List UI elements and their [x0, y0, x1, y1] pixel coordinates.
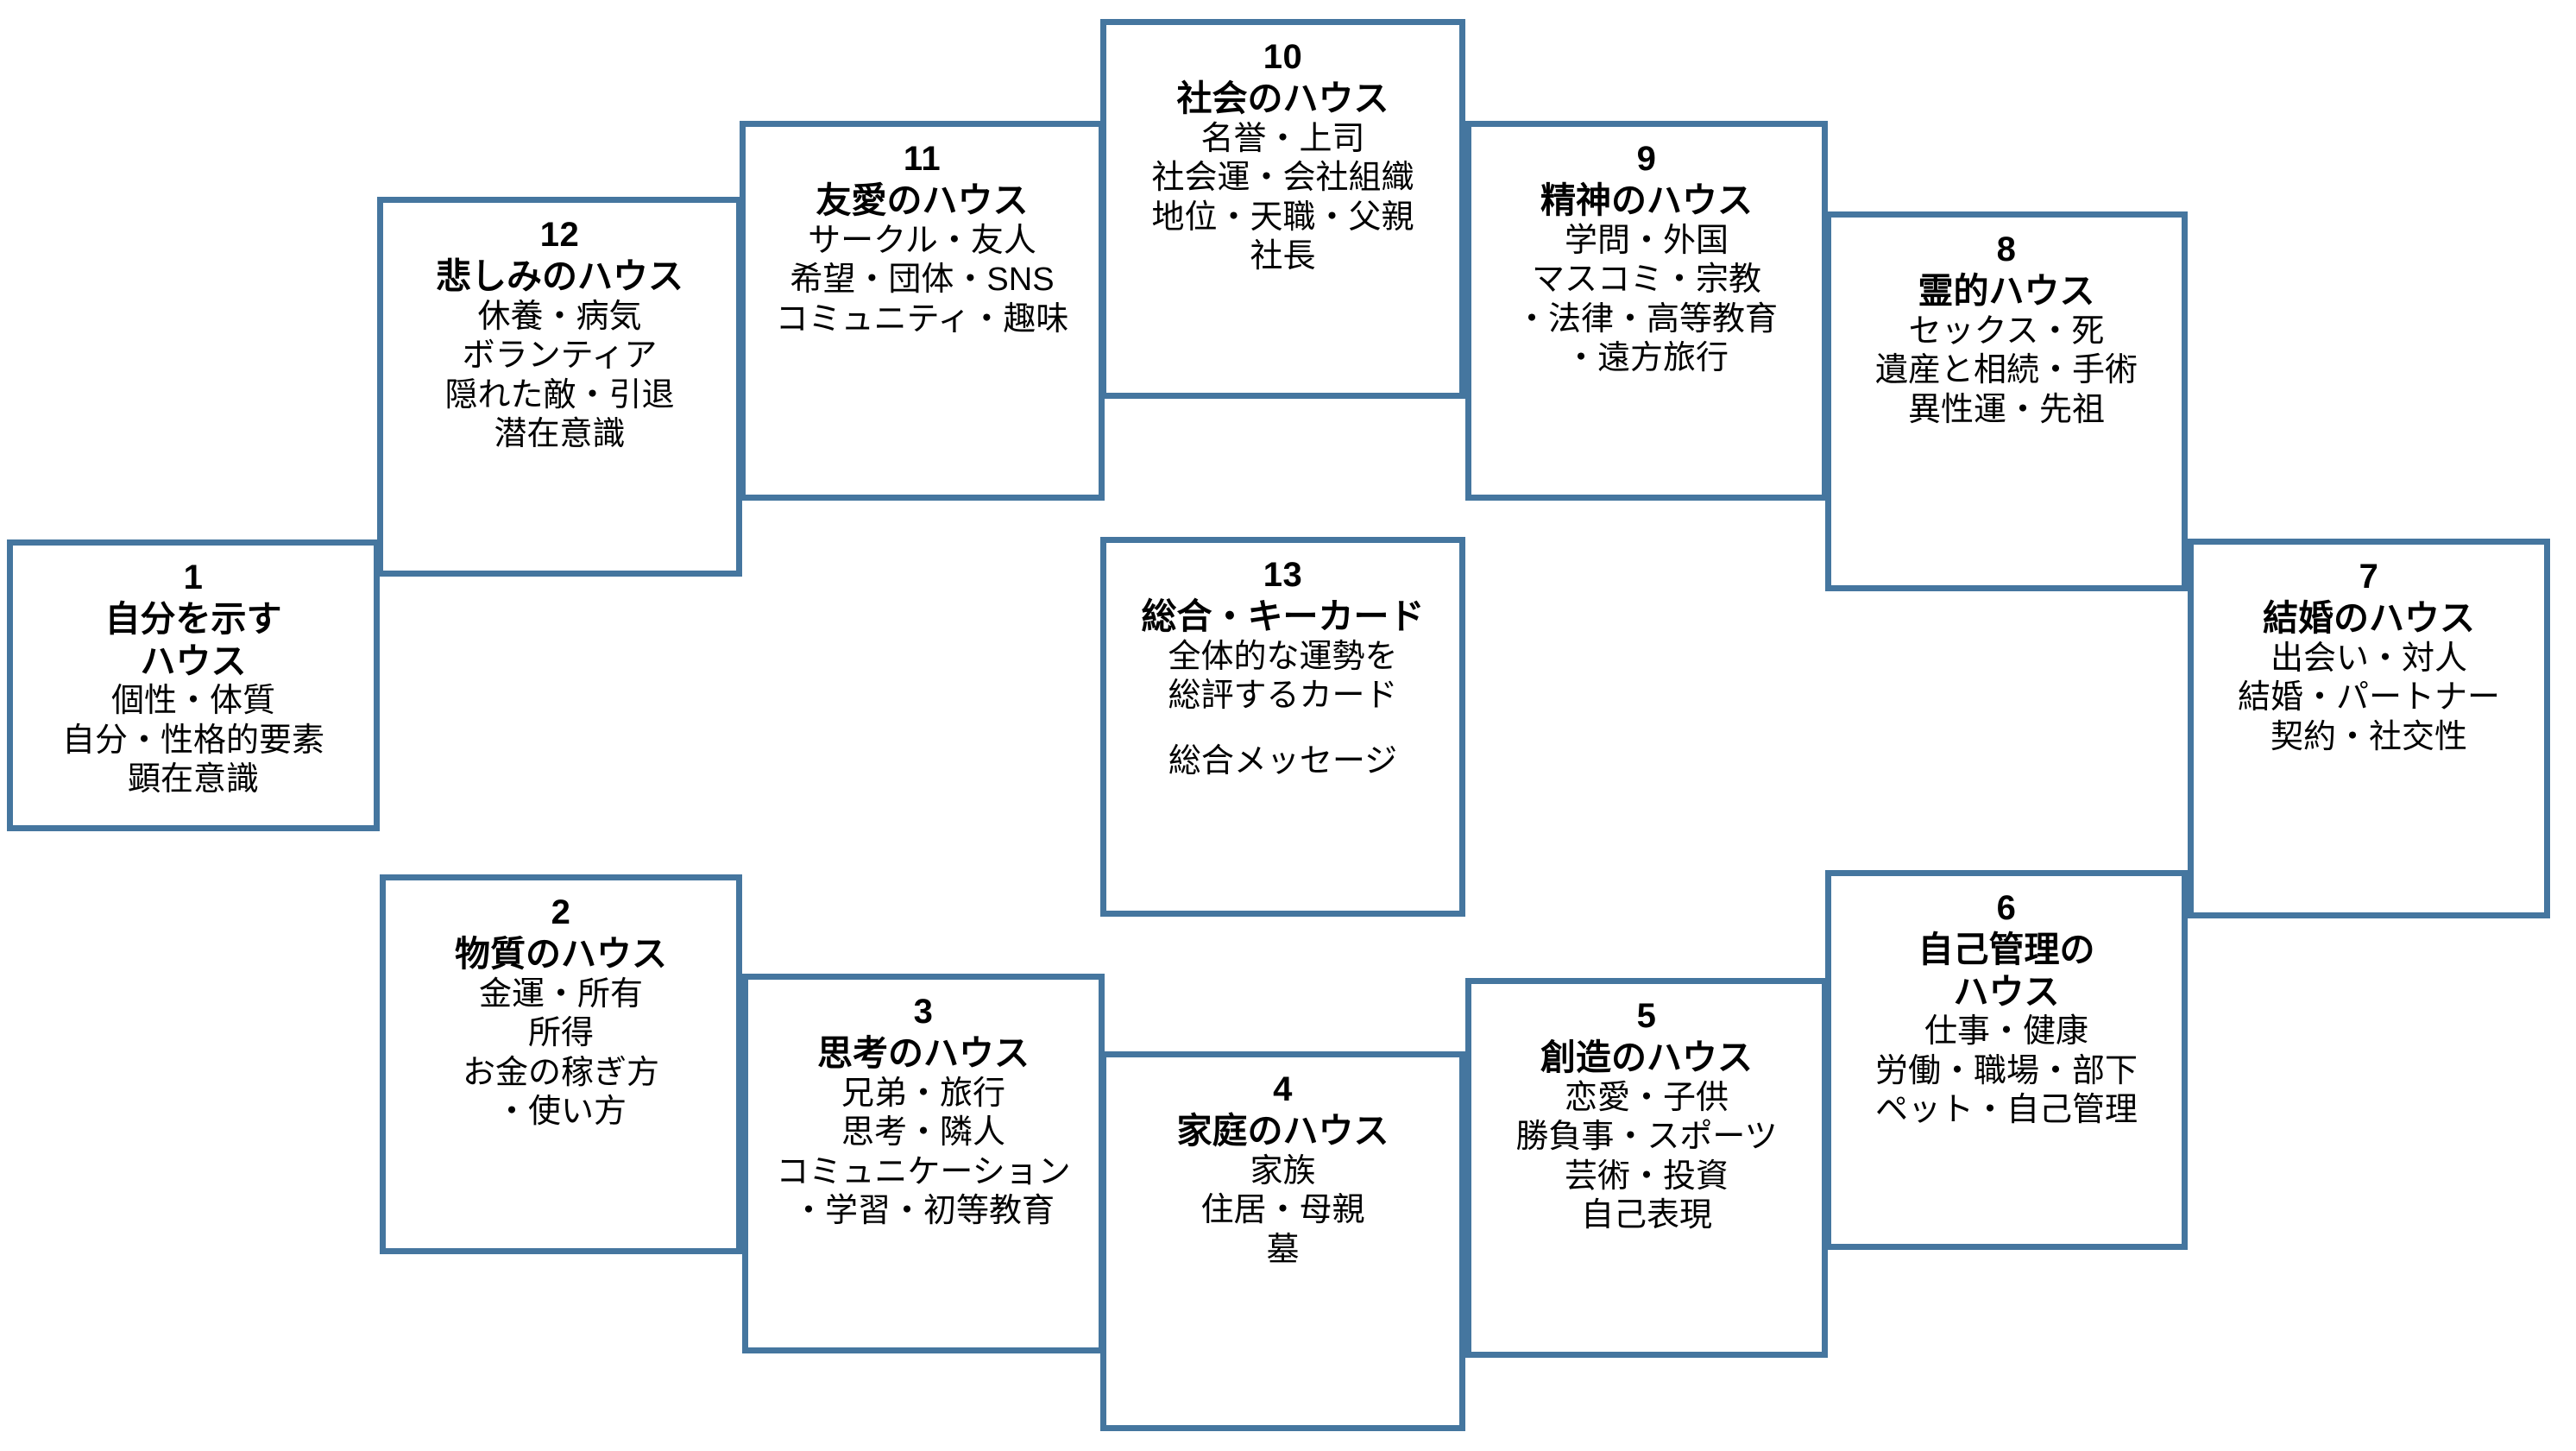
house-6-keyword-line-3: ペット・自己管理: [1874, 1092, 2138, 1129]
house-12-keyword-line-2: ボランティア: [462, 338, 658, 375]
house-3-keyword-line-4: ・学習・初等教育: [791, 1193, 1055, 1230]
house-1-keyword-line-3: 顕在意識: [127, 761, 259, 798]
house-12-keyword-line-3: 隠れた敵・引退: [444, 376, 675, 413]
house-9-keyword-line-4: ・遠方旅行: [1564, 340, 1729, 377]
house-10-keyword-line-2: 社会運・会社組織: [1151, 160, 1414, 197]
house-2-keyword-line-1: 金運・所有: [478, 975, 643, 1013]
house-6-number: 6: [1996, 889, 2017, 927]
house-12-keyword-line-1: 休養・病気: [477, 298, 642, 335]
house-11-keyword-line-3: コミュニティ・趣味: [775, 300, 1069, 338]
house-13-spacer: [1106, 716, 1459, 742]
house-1-keyword-line-1: 個性・体質: [110, 682, 275, 719]
house-7-keyword-line-1: 出会い・対人: [2270, 640, 2467, 677]
house-13-keyword-line-2: 総評するカード: [1168, 678, 1398, 715]
house-13-keyword-line-1: 全体的な運勢を: [1168, 638, 1398, 675]
house-4-keyword-line-1: 家族: [1250, 1152, 1316, 1189]
house-13-keyword-line-4: 総合メッセージ: [1168, 742, 1398, 779]
house-4-title-line-1: 家庭のハウス: [1176, 1111, 1389, 1151]
house-7-keyword-line-2: 結婚・パートナー: [2237, 679, 2500, 716]
house-4-keyword-line-2: 住居・母親: [1200, 1192, 1365, 1229]
house-3-title-line-1: 思考のハウス: [817, 1033, 1030, 1074]
house-6-title-line-2: ハウス: [1953, 971, 2060, 1012]
house-11-number: 11: [903, 140, 942, 178]
house-7-title-line-1: 結婚のハウス: [2263, 598, 2475, 639]
house-3-keyword-line-3: コミュニケーション: [776, 1153, 1071, 1190]
house-8-keyword-line-2: 遺産と相続・手術: [1874, 352, 2138, 389]
house-10-title-line-1: 社会のハウス: [1176, 79, 1389, 119]
house-5-keyword-line-3: 芸術・投資: [1564, 1158, 1729, 1195]
house-10-number: 10: [1263, 38, 1303, 76]
house-12-number: 12: [539, 216, 580, 254]
house-3-keyword-line-1: 兄弟・旅行: [841, 1075, 1005, 1112]
house-5-number: 5: [1636, 997, 1657, 1035]
house-13-title-line-1: 総合・キーカード: [1141, 596, 1425, 637]
house-9-keyword-line-2: マスコミ・宗教: [1531, 262, 1761, 299]
house-8-keyword-line-1: セックス・死: [1908, 312, 2105, 350]
house-2-keyword-line-3: お金の稼ぎ方: [462, 1054, 659, 1091]
house-1-title-line-2: ハウス: [140, 640, 247, 681]
house-1-number: 1: [183, 558, 204, 596]
house-2-title-line-1: 物質のハウス: [455, 934, 667, 975]
house-8-number: 8: [1996, 230, 2017, 268]
house-11-keyword-line-1: サークル・友人: [808, 222, 1036, 259]
house-13-number: 13: [1263, 556, 1303, 594]
house-9-keyword-line-3: ・法律・高等教育: [1515, 300, 1778, 338]
house-5-keyword-line-1: 恋愛・子供: [1564, 1079, 1729, 1116]
house-10-keyword-line-3: 地位・天職・父親: [1151, 199, 1414, 236]
house-8-title-line-1: 霊的ハウス: [1918, 271, 2095, 312]
house-6-keyword-line-1: 仕事・健康: [1924, 1013, 2088, 1050]
house-10-keyword-line-1: 名誉・上司: [1200, 120, 1365, 157]
house-6-keyword-line-2: 労働・職場・部下: [1874, 1052, 2138, 1089]
house-5-keyword-line-4: 自己表現: [1580, 1197, 1712, 1234]
house-2-number: 2: [551, 893, 571, 931]
house-9-keyword-line-1: 学問・外国: [1564, 222, 1729, 259]
house-5-keyword-line-2: 勝負事・スポーツ: [1515, 1119, 1778, 1156]
house-12-keyword-line-4: 潜在意識: [494, 416, 626, 453]
house-6-title-line-1: 自己管理の: [1918, 930, 2095, 970]
house-7-number: 7: [2359, 558, 2379, 596]
house-4-keyword-line-3: 墓: [1266, 1231, 1300, 1268]
house-12-title-line-1: 悲しみのハウス: [436, 256, 683, 297]
house-11-keyword-line-2: 希望・団体・SNS: [790, 262, 1055, 299]
house-10-keyword-line-4: 社長: [1250, 238, 1316, 275]
house-4-number: 4: [1273, 1070, 1293, 1108]
house-9-number: 9: [1636, 140, 1657, 178]
house-9-title-line-1: 精神のハウス: [1540, 180, 1753, 221]
house-1-title-line-1: 自分を示す: [104, 599, 282, 640]
house-1-keyword-line-2: 自分・性格的要素: [61, 722, 324, 759]
house-7-keyword-line-3: 契約・社交性: [2270, 718, 2467, 755]
house-11-title-line-1: 友愛のハウス: [816, 180, 1029, 221]
house-5-title-line-1: 創造のハウス: [1540, 1038, 1753, 1078]
house-3-keyword-line-2: 思考・隣人: [841, 1114, 1005, 1151]
house-2-keyword-line-2: 所得: [527, 1015, 594, 1052]
house-3-number: 3: [913, 993, 934, 1031]
house-8-keyword-line-3: 異性運・先祖: [1907, 391, 2105, 428]
house-2-keyword-line-4: ・使い方: [494, 1094, 627, 1131]
